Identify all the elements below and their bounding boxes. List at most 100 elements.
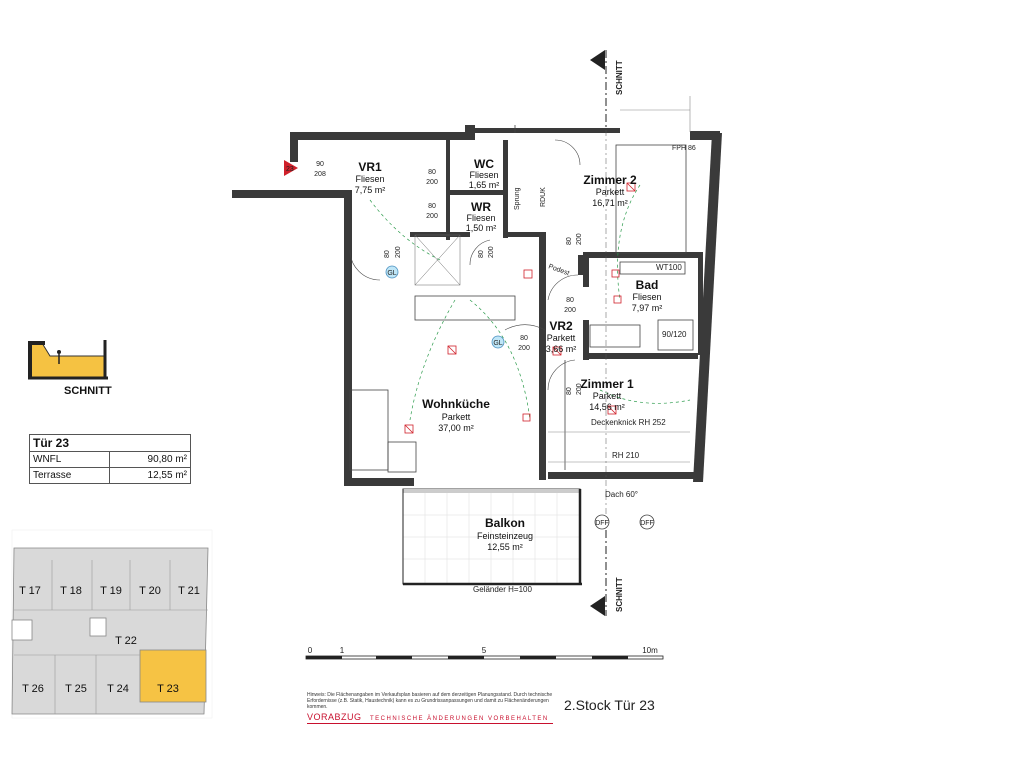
shower-label: 90/120	[662, 330, 687, 339]
table-row: WNFL 90,80 m²	[29, 451, 192, 468]
room-name: VR1	[358, 160, 382, 174]
rduk-label: RDUK	[540, 187, 547, 207]
room-wohnkueche: Wohnküche Parkett 37,00 m²	[422, 397, 490, 433]
gl-marker: GL	[491, 335, 505, 349]
svg-text:DFF: DFF	[595, 520, 609, 527]
keyplan-unit: T 22	[115, 635, 137, 647]
key-plan: T 17 T 18 T 19 T 20 T 21 T 22 T 26 T 25 …	[11, 529, 213, 719]
room-area: 12,55 m²	[487, 542, 523, 552]
keyplan-unit: T 25	[65, 683, 87, 695]
room-floor: Parkett	[442, 412, 471, 422]
room-bad: Bad Fliesen 7,97 m²	[632, 278, 663, 313]
door-width: 80	[384, 250, 391, 258]
door-height: 208	[314, 171, 326, 178]
svg-text:GL: GL	[387, 270, 396, 277]
row-value: 12,55 m²	[108, 467, 192, 484]
section-marker-top: SCHNITT	[590, 50, 624, 130]
room-name: Balkon	[485, 516, 525, 530]
scale-tick: 10m	[642, 646, 658, 655]
section-key-label: SCHNITT	[64, 385, 112, 397]
door-width: 80	[566, 237, 573, 245]
room-name: Bad	[636, 278, 659, 292]
unit-title: Tür 23	[29, 434, 191, 452]
door-height: 200	[395, 246, 402, 258]
room-floor: Fliesen	[632, 292, 661, 302]
room-name: Wohnküche	[422, 397, 490, 411]
footer-divider	[307, 723, 553, 724]
door-width: 80	[566, 297, 574, 304]
unit-info-table: Tür 23 WNFL 90,80 m² Terrasse 12,55 m²	[29, 434, 192, 484]
room-name: WC	[474, 157, 494, 171]
row-label: Terrasse	[29, 467, 110, 484]
room-area: 1,50 m²	[466, 223, 497, 233]
room-vr1: VR1 Fliesen 7,75 m²	[355, 160, 386, 195]
floor-title: 2.Stock Tür 23	[564, 697, 655, 713]
wt-label: WT100	[656, 263, 682, 272]
section-key: SCHNITT	[28, 340, 112, 397]
scale-tick: 1	[340, 646, 345, 655]
door-width: 90	[316, 161, 324, 168]
row-label: WNFL	[29, 451, 110, 468]
table-row: Terrasse 12,55 m²	[29, 467, 192, 484]
door-height: 200	[564, 307, 576, 314]
room-area: 14,56 m²	[589, 402, 625, 412]
section-label-top: SCHNITT	[615, 60, 624, 95]
door-height: 200	[426, 213, 438, 220]
room-floor: Fliesen	[355, 174, 384, 184]
room-area: 3,66 m²	[546, 344, 577, 354]
podest-label: Podest	[547, 263, 570, 277]
door-height: 200	[426, 179, 438, 186]
misc-annotations: WT100 90/120 FPH 86 Sprung RDUK Podest D…	[473, 145, 696, 594]
row-value: 90,80 m²	[108, 451, 192, 468]
svg-text:GL: GL	[493, 340, 502, 347]
sprung-label: Sprung	[514, 187, 521, 210]
door-width: 80	[566, 387, 573, 395]
room-name: Zimmer 1	[580, 377, 634, 391]
room-floor: Fliesen	[469, 170, 498, 180]
keyplan-unit: T 17	[19, 585, 41, 597]
door-width: 80	[428, 203, 436, 210]
keyplan-unit: T 23	[157, 683, 179, 695]
keyplan-unit: T 19	[100, 585, 122, 597]
room-zimmer2: Zimmer 2 Parkett 16,71 m²	[583, 173, 637, 208]
scale-bar: 0 1 5 10m	[305, 646, 664, 660]
door-height: 200	[576, 233, 583, 245]
footer-note: Hinweis: Die Flächenangaben im Verkaufsp…	[307, 692, 553, 710]
room-vr2: VR2 Parkett 3,66 m²	[546, 319, 577, 354]
room-area: 7,75 m²	[355, 185, 386, 195]
room-area: 1,65 m²	[469, 180, 500, 190]
floor-details	[349, 96, 694, 530]
room-balkon: Balkon Feinsteinzeug 12,55 m²	[477, 516, 533, 552]
svg-text:DFF: DFF	[640, 520, 654, 527]
gelaender-label: Geländer H=100	[473, 585, 532, 594]
technik-note: TECHNISCHE ÄNDERUNGEN VORBEHALTEN	[370, 716, 549, 722]
room-floor: Fliesen	[466, 213, 495, 223]
room-wc: WC Fliesen 1,65 m²	[469, 157, 500, 190]
room-name: VR2	[549, 319, 573, 333]
door-height: 200	[576, 383, 583, 395]
door-swings	[349, 139, 581, 391]
door-height: 200	[488, 246, 495, 258]
keyplan-unit: T 26	[22, 683, 44, 695]
room-floor: Feinsteinzeug	[477, 531, 533, 541]
room-name: Zimmer 2	[583, 173, 637, 187]
scale-tick: 0	[308, 646, 313, 655]
room-floor: Parkett	[596, 187, 625, 197]
unit-tag: 23	[286, 166, 294, 173]
room-area: 16,71 m²	[592, 198, 628, 208]
room-floor: Parkett	[547, 333, 576, 343]
section-label-bottom: SCHNITT	[615, 577, 624, 612]
balkon	[402, 488, 582, 586]
room-wr: WR Fliesen 1,50 m²	[466, 200, 497, 233]
deckenknick-label: Deckenknick RH 252	[591, 418, 666, 427]
room-zimmer1: Zimmer 1 Parkett 14,56 m²	[580, 377, 634, 412]
keyplan-unit: T 24	[107, 683, 129, 695]
keyplan-unit: T 20	[139, 585, 161, 597]
scale-tick: 5	[482, 646, 487, 655]
dff-marker: DFF	[594, 514, 610, 530]
walls	[232, 125, 722, 486]
room-area: 7,97 m²	[632, 303, 663, 313]
keyplan-unit: T 18	[60, 585, 82, 597]
room-floor: Parkett	[593, 391, 622, 401]
